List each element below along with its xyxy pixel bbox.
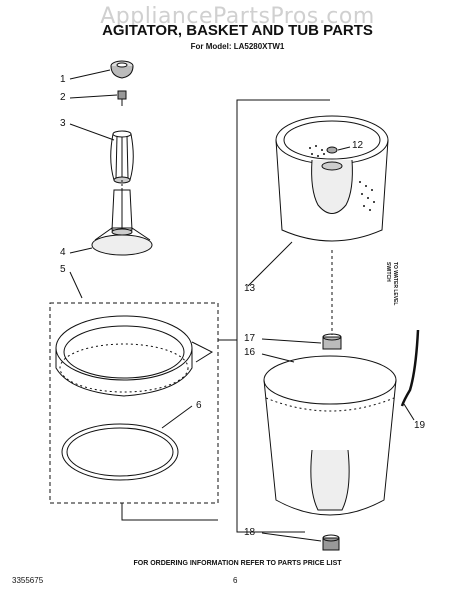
tub-seal-part[interactable]: [61, 423, 179, 481]
ordering-info-note: FOR ORDERING INFORMATION REFER TO PARTS …: [133, 560, 342, 567]
leader-line-1: [69, 69, 111, 80]
callout-17[interactable]: 17: [244, 333, 256, 344]
model-label: For Model: LA5280XTW1: [190, 42, 285, 51]
agitator-auger-part[interactable]: [110, 130, 134, 184]
agitator-base-part[interactable]: [91, 189, 153, 256]
drive-nut-part[interactable]: [322, 534, 340, 551]
leader-line-3: [69, 123, 115, 141]
leader-line-18: [261, 532, 322, 542]
diagram-title: AGITATOR, BASKET AND TUB PARTS: [102, 22, 373, 39]
callout-12[interactable]: 12: [352, 140, 364, 151]
watermark: AppliancePartsPros.com: [100, 4, 375, 29]
leader-line-19: [403, 403, 415, 421]
callout-5[interactable]: 5: [60, 264, 66, 275]
leader-line-5: [69, 271, 83, 299]
side-note-line-2: SWITCH: [385, 262, 391, 282]
leader-line-6: [161, 405, 193, 429]
callout-4[interactable]: 4: [60, 247, 66, 258]
page-number: 6: [233, 576, 238, 585]
leader-line-13: [247, 241, 293, 287]
pressure-hose-part[interactable]: [400, 329, 420, 407]
callout-19[interactable]: 19: [414, 420, 426, 431]
connector-line-bottom: [121, 503, 218, 521]
balance-ring-part[interactable]: [55, 315, 214, 397]
leader-line-12: [337, 146, 351, 151]
outer-tub-part[interactable]: [263, 355, 397, 516]
agitator-cap-part[interactable]: [110, 60, 134, 79]
side-note-line-1: TO WATER LEVEL: [392, 262, 398, 306]
connector-line-base: [236, 520, 305, 533]
water-level-switch-note: TO WATER LEVEL SWITCH: [384, 262, 398, 305]
leader-line-2: [69, 94, 118, 99]
callout-2[interactable]: 2: [60, 92, 66, 103]
callout-6[interactable]: 6: [196, 400, 202, 411]
callout-1[interactable]: 1: [60, 74, 66, 85]
callout-16[interactable]: 16: [244, 347, 256, 358]
callout-13[interactable]: 13: [244, 283, 256, 294]
tub-bearing-part[interactable]: [322, 333, 342, 350]
leader-line-4: [69, 247, 93, 254]
leader-line-17: [261, 338, 322, 344]
connector-line-top: [218, 99, 330, 341]
leader-line-16: [261, 353, 295, 363]
callout-3[interactable]: 3: [60, 118, 66, 129]
bolt-part[interactable]: [117, 90, 127, 106]
basket-nut-part[interactable]: [326, 146, 338, 154]
callout-18[interactable]: 18: [244, 527, 256, 538]
document-number: 3355675: [12, 576, 44, 585]
wash-basket-part[interactable]: [275, 115, 389, 242]
parts-group-box: [49, 302, 219, 504]
